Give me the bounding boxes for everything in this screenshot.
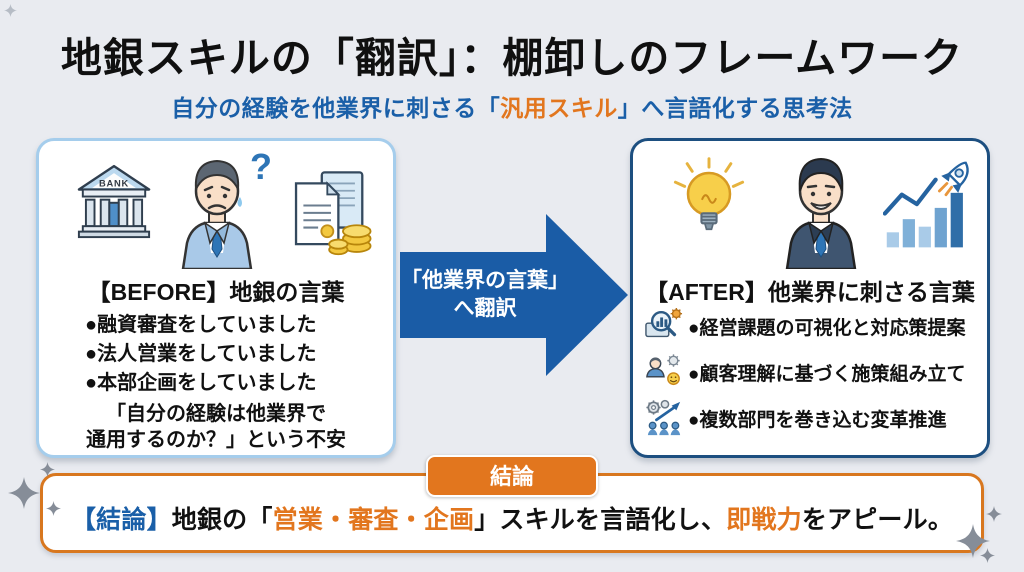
sparkle-icon [40, 462, 55, 477]
after-panel: 【AFTER】他業界に刺さる言葉 ●経営課題の可視化と対応策提案 [630, 138, 990, 458]
right-arrow-icon [400, 214, 628, 376]
page-title: 地銀スキルの「翻訳」：棚卸しのフレームワーク [60, 35, 964, 81]
cross-team-gears-icon [646, 399, 681, 436]
documents-coins-icon [294, 171, 372, 256]
confident-businessman-icon [785, 157, 857, 269]
conclusion-part: 」スキルを言語化し、 [474, 506, 727, 534]
customer-insight-icon [646, 354, 680, 386]
sparkle-icon [8, 477, 40, 509]
translate-arrow: 「他業界の言葉」 へ翻訳 [400, 210, 630, 380]
after-row: ●経営課題の可視化と対応策提案 [645, 307, 965, 345]
before-item: ●本部企画をしていました [85, 372, 317, 394]
conclusion-text: 【結論】地銀の「営業・審査・企画」スキルを言語化し、即戦力をアピール。 [71, 500, 953, 536]
lightbulb-icon [673, 157, 745, 231]
sparkle-icon [956, 524, 990, 558]
arrow-label-line-1: 「他業界の言葉」 [401, 269, 569, 293]
before-list: ●融資審査をしていました ●法人営業をしていました ●本部企画をしていました [85, 311, 316, 398]
arrow-label-line-2: へ翻訳 [453, 297, 517, 320]
conclusion-badge: 結論 [425, 455, 599, 497]
question-mark: ? [250, 147, 272, 187]
page-subtitle: 自分の経験を他業界に刺さる「汎用スキル」へ言語化する思考法 [0, 89, 1024, 123]
before-item: ●法人営業をしていました [85, 343, 317, 365]
subtitle-pre: 自分の経験を他業界に刺さる「 [171, 95, 501, 121]
before-worry-text: 「自分の経験は他業界で 通用するのか？」という不安 [39, 401, 393, 453]
conclusion-part: をアピール。 [801, 506, 954, 534]
worry-line-2: 通用するのか？」という不安 [86, 429, 346, 451]
subtitle-highlight: 汎用スキル [500, 95, 618, 121]
bank-icon: BANK [77, 164, 151, 239]
subtitle-post: 」へ言語化する思考法 [617, 95, 853, 121]
analysis-magnifier-icon [645, 307, 683, 338]
growth-chart-rocket-icon [883, 161, 969, 248]
sparkle-icon [4, 4, 17, 17]
sparkle-icon [986, 506, 1002, 522]
before-heading: 【BEFORE】地銀の言葉 [87, 279, 345, 305]
worried-banker-icon: ? [181, 147, 272, 269]
worry-line-1: 「自分の経験は他業界で [106, 403, 326, 425]
conclusion-part: 地銀の「 [171, 506, 273, 534]
conclusion-part: 即戦力 [726, 506, 802, 534]
after-heading: 【AFTER】他業界に刺さる言葉 [645, 279, 975, 305]
after-item-label: ●経営課題の可視化と対応策提案 [688, 317, 966, 339]
sparkle-icon [46, 501, 61, 516]
bank-label: BANK [99, 178, 129, 188]
conclusion-part: 営業・審査・企画 [272, 506, 475, 534]
conclusion-part: 【結論】 [70, 506, 172, 534]
before-panel: BANK ? [36, 138, 396, 458]
after-item-label: ●顧客理解に基づく施策組み立て [688, 363, 966, 385]
sparkle-icon [980, 548, 995, 563]
after-row: ●顧客理解に基づく施策組み立て [645, 353, 965, 391]
before-item: ●融資審査をしていました [85, 314, 317, 336]
after-row: ●複数部門を巻き込む変革推進 [645, 399, 946, 437]
arrow-label: 「他業界の言葉」 へ翻訳 [401, 252, 569, 338]
after-item-label: ●複数部門を巻き込む変革推進 [688, 409, 947, 431]
